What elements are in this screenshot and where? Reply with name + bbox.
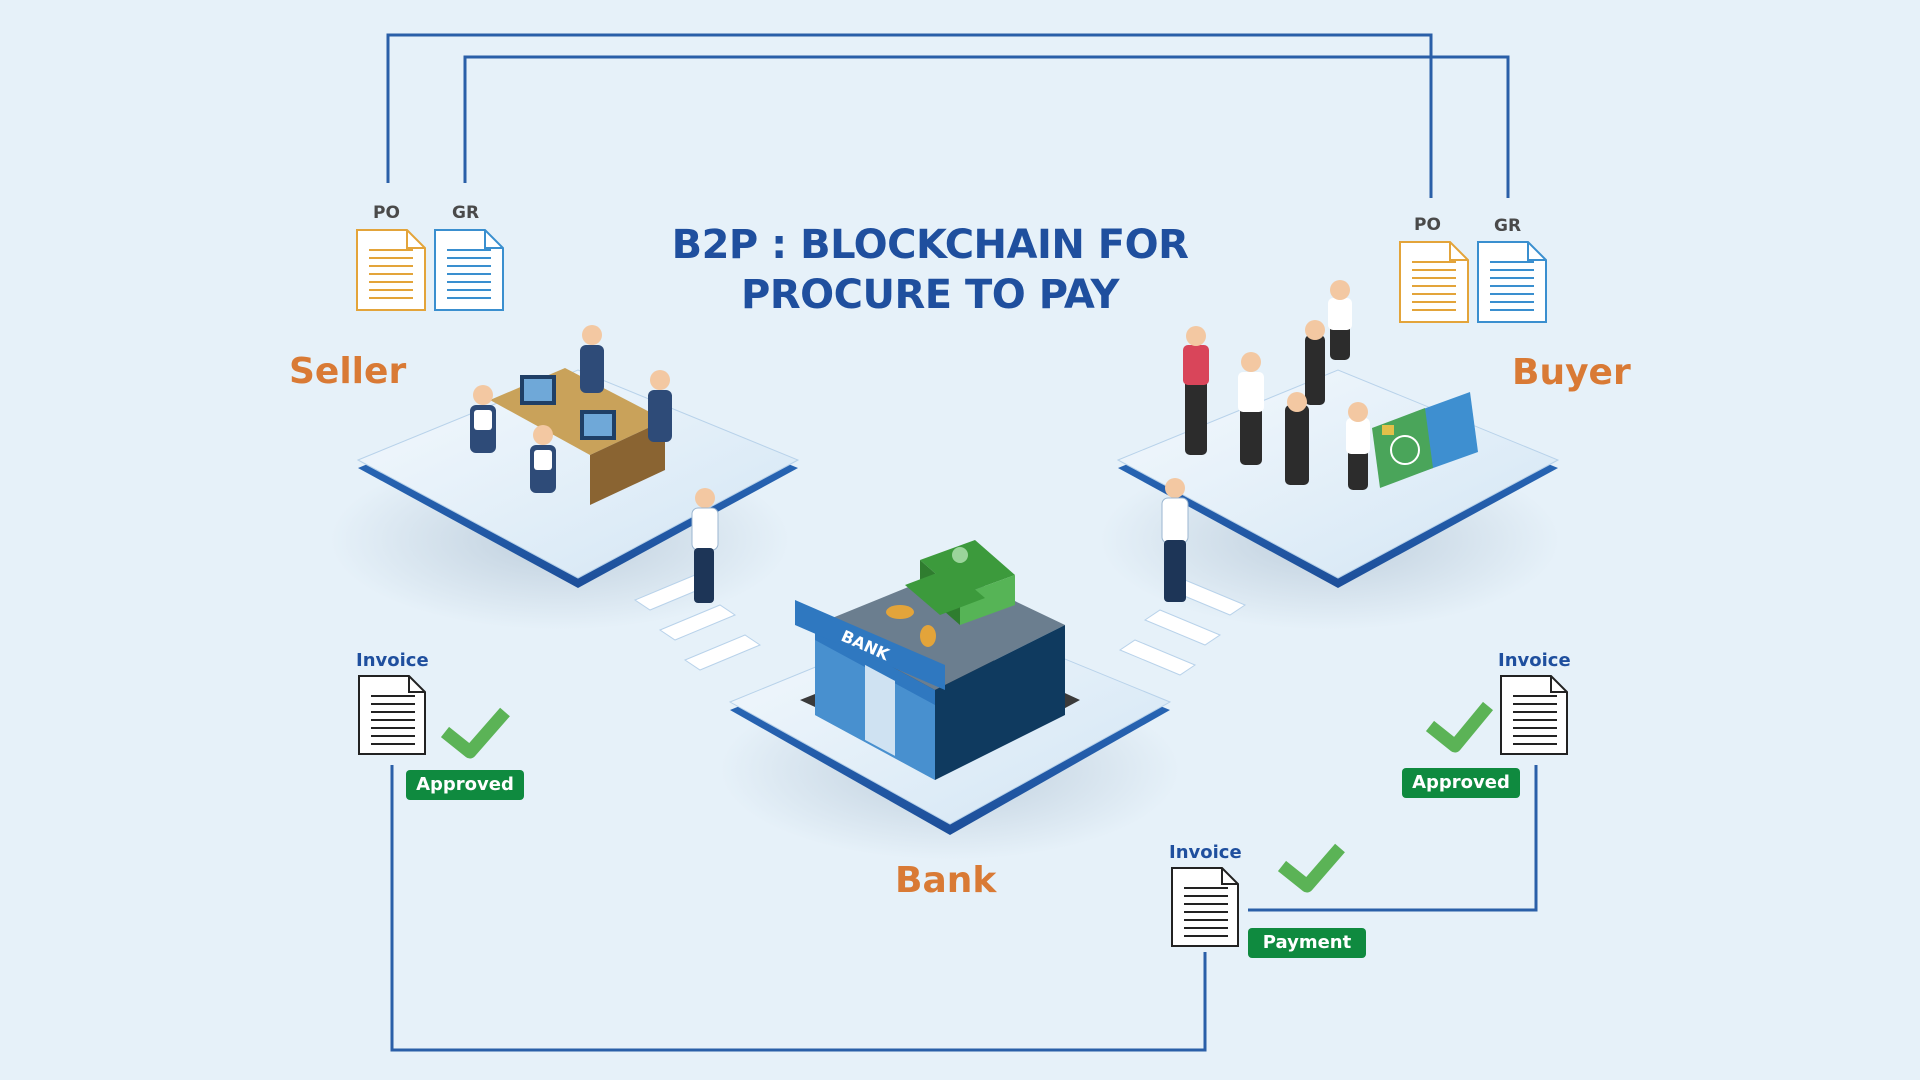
buyer-invoice-document-icon [1500, 675, 1568, 755]
seller-po-label: PO [373, 203, 400, 223]
seller-invoice-connector [390, 765, 1207, 1052]
buyer-gr-label: GR [1494, 216, 1522, 236]
payment-badge: Payment [1248, 928, 1366, 958]
payment-invoice-label: Invoice [1169, 842, 1242, 863]
bank-platform: BANK [728, 540, 1172, 835]
buyer-approved-badge: Approved [1402, 768, 1520, 798]
gr-connector [463, 55, 1510, 198]
walking-person-buyer [1161, 478, 1189, 602]
seller-gr-label: GR [452, 203, 480, 223]
payment-checkmark-icon [1277, 843, 1345, 893]
seller-invoice-label: Invoice [356, 650, 429, 671]
seller-checkmark-icon [440, 707, 510, 759]
buyer-invoice-connector [1248, 765, 1538, 912]
buyer-checkmark-icon [1425, 701, 1494, 753]
seller-po-document-icon [356, 229, 426, 311]
buyer-po-label: PO [1414, 215, 1441, 235]
seller-approved-badge: Approved [406, 770, 524, 800]
buyer-invoice-label: Invoice [1498, 650, 1571, 671]
seller-label: Seller [289, 351, 407, 392]
po-connector [386, 33, 1433, 198]
seller-platform [356, 325, 800, 588]
buyer-gr-document-icon [1477, 241, 1547, 323]
buyer-label: Buyer [1512, 352, 1631, 393]
seller-invoice-document-icon [358, 675, 426, 755]
diagram-title: B2P : BLOCKCHAIN FOR PROCURE TO PAY [580, 220, 1280, 320]
payment-invoice-document-icon [1171, 867, 1239, 947]
seller-gr-document-icon [434, 229, 504, 311]
walking-person-seller [691, 488, 719, 603]
title-line-2: PROCURE TO PAY [741, 272, 1119, 318]
money-stack-icon [886, 540, 1015, 647]
credit-card-icon [1372, 392, 1478, 488]
buyer-platform [1116, 280, 1560, 588]
bank-building-icon: BANK [795, 570, 1080, 780]
buyer-po-document-icon [1399, 241, 1469, 323]
connector-lines [386, 33, 1538, 1052]
title-line-1: B2P : BLOCKCHAIN FOR [671, 222, 1189, 268]
walkway-steps [633, 574, 1247, 676]
bank-label: Bank [895, 860, 997, 901]
